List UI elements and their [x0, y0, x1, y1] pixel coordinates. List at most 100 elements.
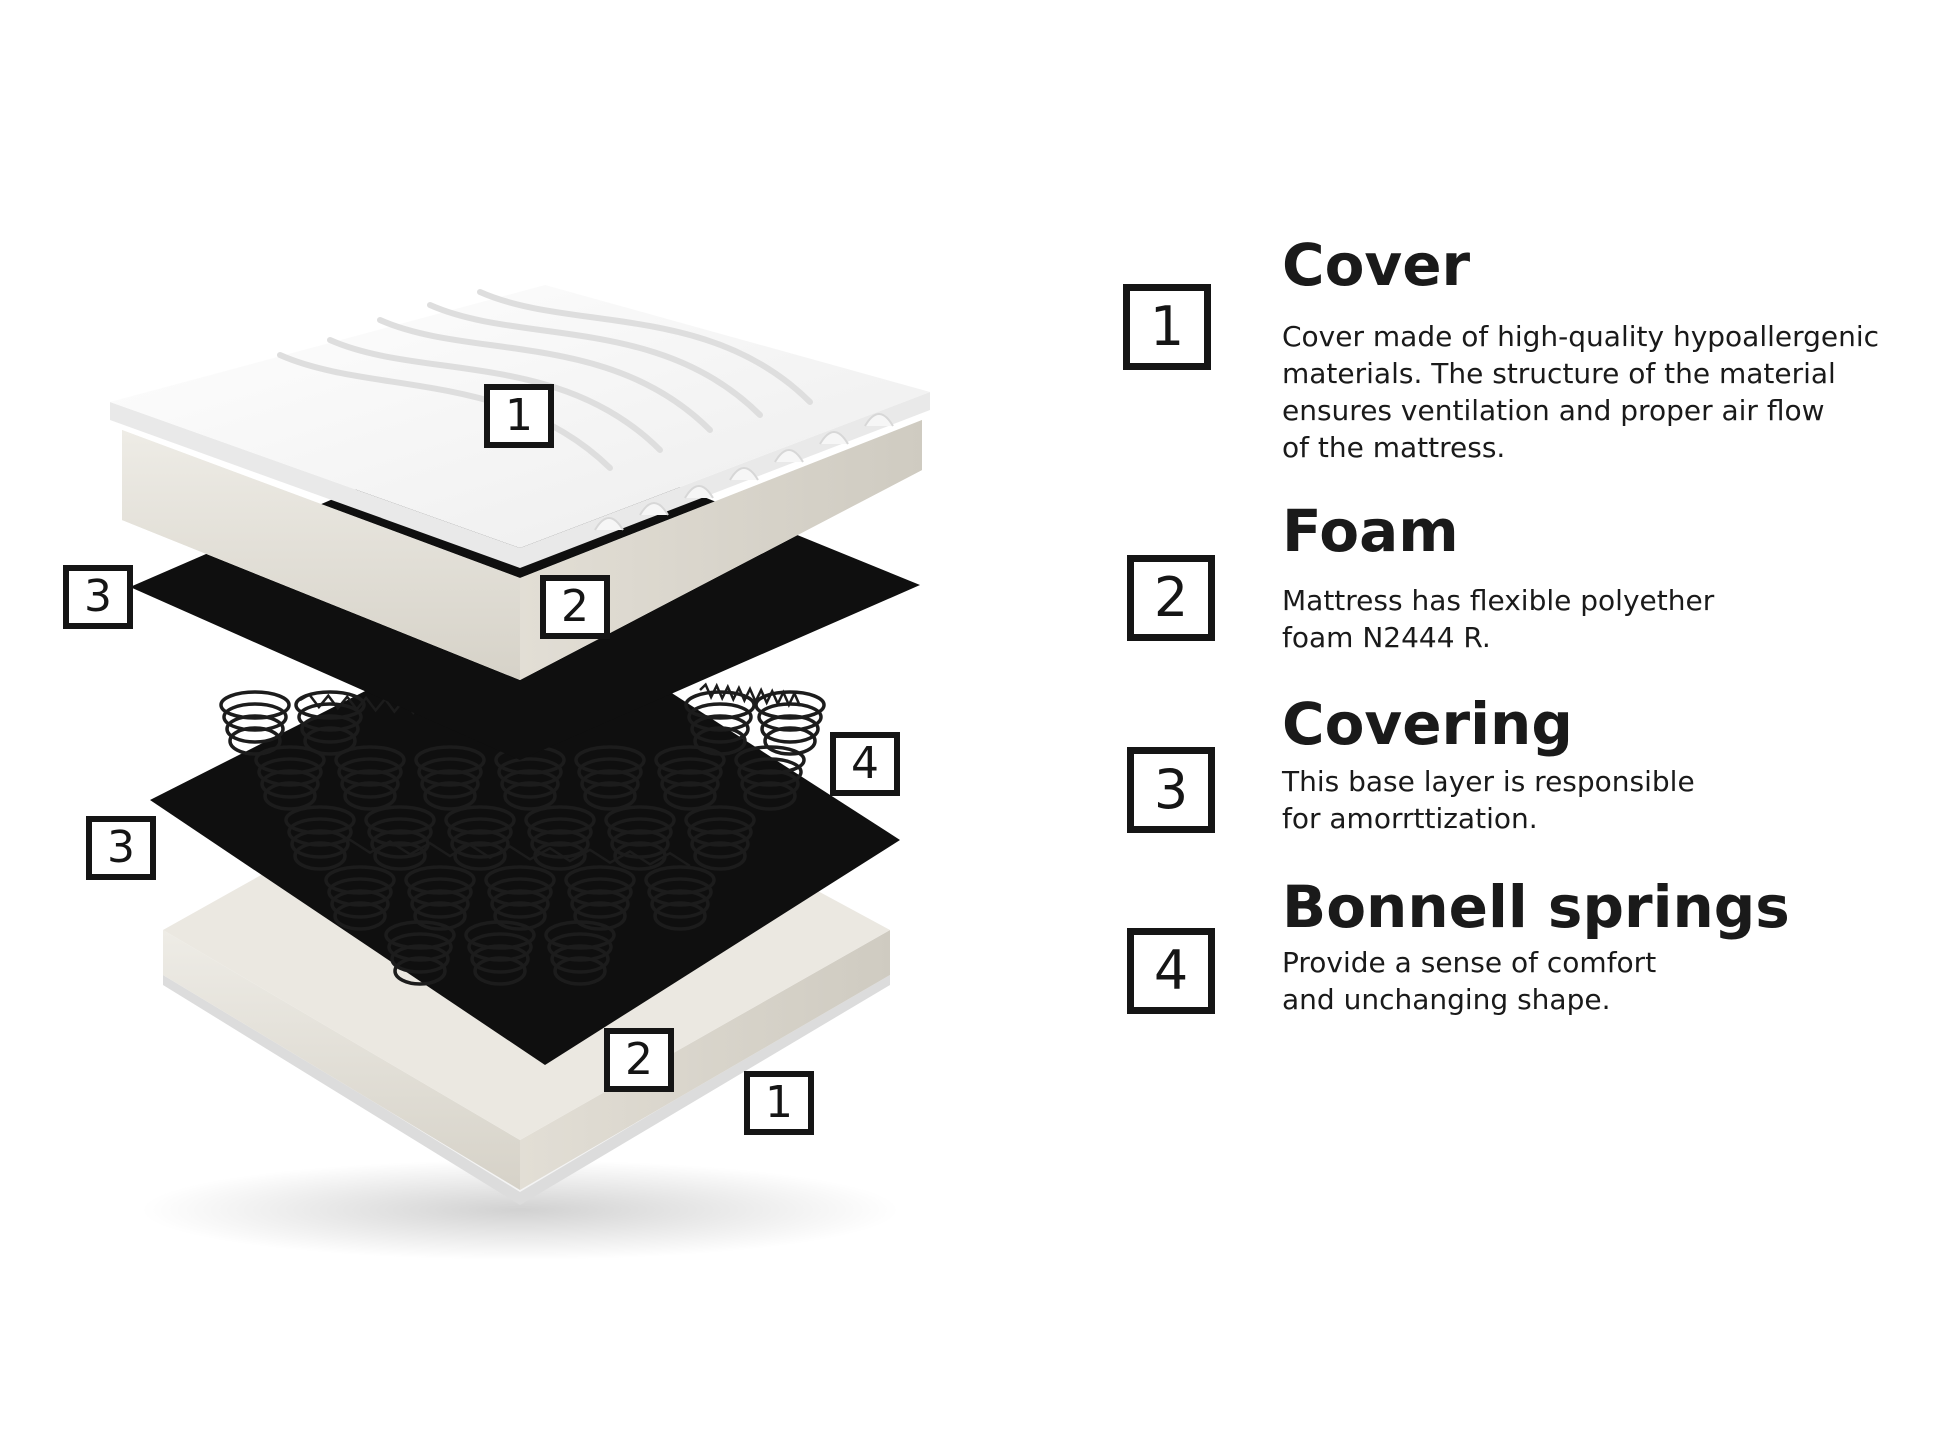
spring-coil	[324, 865, 396, 895]
spring-coil	[553, 956, 607, 986]
spring-coil	[564, 865, 636, 895]
spring-coil	[444, 805, 516, 835]
spring-coil	[573, 901, 627, 931]
spring-coil	[420, 769, 480, 799]
spring-coil	[390, 944, 450, 974]
spring-coil	[228, 726, 282, 756]
callout-bottom-cover: 1	[744, 1071, 814, 1135]
spring-coil	[287, 817, 353, 847]
legend-number-box: 2	[1127, 555, 1215, 641]
spring-coil	[570, 889, 630, 919]
legend-title: Cover	[1282, 231, 1471, 299]
spring-coil	[404, 865, 476, 895]
spring-coil	[580, 769, 640, 799]
floor-shadow	[140, 1160, 900, 1260]
spring-coil	[387, 932, 453, 962]
spring-coil	[487, 877, 553, 907]
spring-coil	[423, 781, 477, 811]
spring-coil	[567, 877, 633, 907]
spring-coil	[364, 805, 436, 835]
spring-coil	[493, 901, 547, 931]
spring-coil	[367, 817, 433, 847]
helical-wire	[329, 838, 691, 868]
mattress-exploded-illustration	[110, 285, 930, 1260]
spring-coil	[663, 781, 717, 811]
helical-wire	[699, 682, 802, 708]
spring-coil	[690, 829, 750, 859]
spring-coil	[260, 769, 320, 799]
spring-coil	[763, 726, 817, 756]
legend-description: Provide a sense of comfort and unchangin…	[1282, 946, 1657, 1016]
legend-title: Covering	[1282, 690, 1573, 758]
spring-coil	[577, 757, 643, 787]
spring-coil	[473, 956, 527, 986]
spring-coil	[740, 769, 800, 799]
spring-coil	[337, 757, 403, 787]
spring-coil	[330, 889, 390, 919]
spring-coil	[497, 757, 563, 787]
spring-coil	[690, 714, 750, 744]
callout-bottom-foam: 2	[604, 1028, 674, 1092]
spring-coil	[503, 781, 557, 811]
spring-coil	[414, 745, 486, 775]
legend-title: Foam	[1282, 497, 1459, 565]
spring-coil	[530, 829, 590, 859]
top-foam-layer	[122, 420, 922, 680]
spring-coil	[544, 920, 616, 950]
spring-coil	[407, 877, 473, 907]
spring-coil	[760, 714, 820, 744]
callout-top-foam: 2	[540, 575, 610, 639]
legend-number-box: 1	[1123, 284, 1211, 370]
spring-coil	[297, 702, 363, 732]
spring-coil	[484, 865, 556, 895]
spring-coil	[490, 889, 550, 919]
spring-coil	[450, 829, 510, 859]
spring-coil	[684, 805, 756, 835]
spring-coil	[547, 932, 613, 962]
spring-coil	[263, 781, 317, 811]
spring-coil	[607, 817, 673, 847]
spring-coil	[687, 702, 753, 732]
callout-lower-covering: 3	[86, 816, 156, 880]
bonnell-springs-layer	[219, 682, 826, 986]
spring-coil	[393, 956, 447, 986]
spring-coil	[373, 841, 427, 871]
spring-coil	[257, 757, 323, 787]
callout-upper-covering: 3	[63, 565, 133, 629]
legend-description: This base layer is responsible for amorr…	[1282, 765, 1695, 835]
spring-coil	[447, 817, 513, 847]
callout-springs: 4	[830, 732, 900, 796]
spring-coil	[743, 781, 797, 811]
spring-coil	[687, 817, 753, 847]
spring-coil	[657, 757, 723, 787]
spring-coil	[464, 920, 536, 950]
spring-coil	[583, 781, 637, 811]
legend-number-box: 4	[1127, 928, 1215, 1014]
spring-coil	[219, 690, 291, 720]
spring-coil	[653, 901, 707, 931]
spring-coil	[417, 757, 483, 787]
spring-coil	[660, 769, 720, 799]
spring-coil	[550, 944, 610, 974]
spring-coil	[524, 805, 596, 835]
spring-coil	[303, 726, 357, 756]
spring-coil	[734, 745, 806, 775]
spring-coil	[225, 714, 285, 744]
spring-coil	[737, 757, 803, 787]
spring-coil	[300, 714, 360, 744]
lower-covering-layer	[150, 605, 900, 1065]
spring-coil	[453, 841, 507, 871]
spring-coil	[290, 829, 350, 859]
spring-coil	[333, 901, 387, 931]
legend-description: Mattress has flexible polyether foam N24…	[1282, 584, 1715, 654]
callout-top-cover: 1	[484, 384, 554, 448]
spring-coil	[647, 877, 713, 907]
spring-coil	[334, 745, 406, 775]
spring-coil	[527, 817, 593, 847]
spring-coil	[254, 745, 326, 775]
spring-coil	[384, 920, 456, 950]
spring-coil	[693, 841, 747, 871]
legend-description: Cover made of high-quality hypoallergeni…	[1282, 320, 1880, 464]
spring-coil	[410, 889, 470, 919]
legend-title: Bonnell springs	[1282, 873, 1790, 941]
